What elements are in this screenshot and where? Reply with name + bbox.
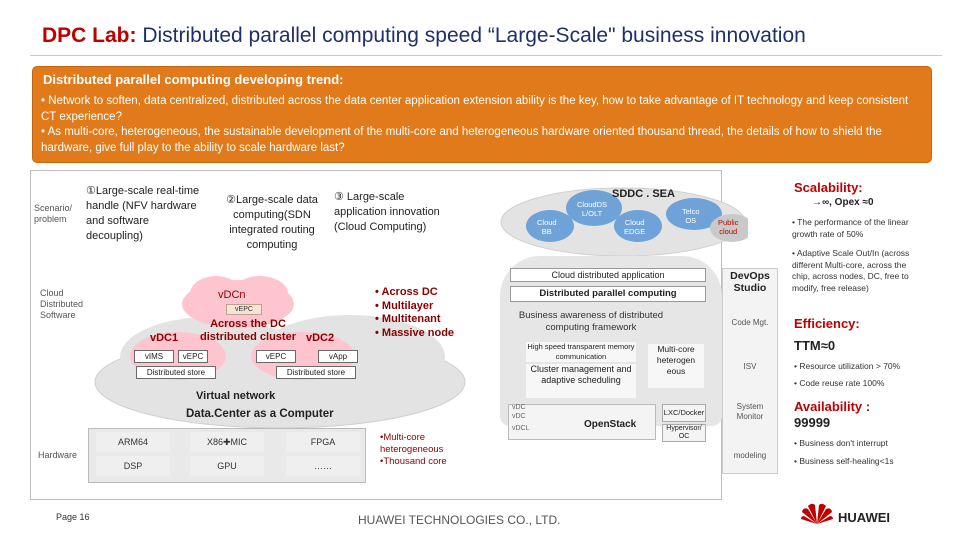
vapp-box: vApp bbox=[318, 350, 358, 363]
trend-box: Distributed parallel computing developin… bbox=[32, 66, 932, 163]
scenario-item-2: ②Large-scale data computing(SDN integrat… bbox=[226, 194, 318, 251]
scenario-item-1: ①Large-scale real-time handle (NFV hardw… bbox=[86, 185, 200, 242]
vims-box: vIMS bbox=[134, 350, 174, 363]
trend-body: • Network to soften, data centralized, d… bbox=[41, 94, 921, 156]
cloud-app-box: Cloud distributed application bbox=[510, 268, 706, 282]
across-dc-label: Across the DC distributed cluster bbox=[200, 318, 296, 343]
huawei-brand: HUAWEI bbox=[838, 510, 890, 525]
hw-gpu: GPU bbox=[190, 456, 264, 476]
virtual-network-label: Virtual network bbox=[196, 390, 276, 402]
dpc-box: Distributed parallel computing bbox=[510, 286, 706, 302]
devops-column bbox=[722, 268, 778, 474]
sddc-label: SDDC . SEA bbox=[612, 188, 675, 200]
business-awareness: Business awareness of distributed comput… bbox=[518, 310, 664, 333]
hw-more: …… bbox=[286, 456, 360, 476]
availability-bullet-1: • Business don't interrupt bbox=[794, 438, 888, 448]
cloud-software-label: Cloud Distributed Software bbox=[40, 288, 84, 320]
dc-bullets: • Across DC • Multilayer • Multitenant •… bbox=[375, 286, 454, 340]
system-monitor: System Monitor bbox=[736, 402, 764, 421]
openstack-area bbox=[508, 404, 656, 440]
dc-bullet-2: • Multilayer bbox=[375, 299, 434, 312]
vepc-box-1: vEPC bbox=[178, 350, 208, 363]
vdc1-label: vDC1 bbox=[150, 332, 179, 344]
trend-heading: Distributed parallel computing developin… bbox=[43, 72, 344, 87]
hypervisor-box: Hypervisor/ OC bbox=[662, 424, 706, 442]
isv: ISV bbox=[743, 362, 757, 371]
openstack-label: OpenStack bbox=[584, 419, 637, 430]
high-speed-box: High speed transparent memory communicat… bbox=[526, 342, 636, 362]
hardware-note: •Multi-core heterogeneous •Thousand core bbox=[380, 432, 447, 467]
availability-sub: 99999 bbox=[794, 415, 831, 430]
efficiency-title: Efficiency: bbox=[794, 316, 860, 331]
dc-bullet-3: • Multitenant bbox=[375, 313, 441, 325]
sddc-cloud bbox=[500, 187, 748, 257]
title-bold: DPC Lab: bbox=[42, 24, 137, 47]
hw-dsp: DSP bbox=[96, 456, 170, 476]
distributed-store-1: Distributed store bbox=[136, 366, 216, 379]
title-divider bbox=[30, 55, 942, 56]
distributed-store-2: Distributed store bbox=[276, 366, 356, 379]
vdc-c: vDCL bbox=[512, 425, 530, 432]
multicore-box: Multi-core heterogen eous bbox=[648, 344, 704, 388]
efficiency-sub: TTM≈0 bbox=[794, 338, 836, 353]
huawei-logo-icon bbox=[801, 503, 833, 524]
scenario-label: Scenario/ problem bbox=[34, 203, 73, 224]
dc-bullet-4: • Massive node bbox=[375, 326, 455, 339]
company-name: HUAWEI TECHNOLOGIES CO., LTD. bbox=[358, 513, 561, 527]
vdc-a: vDC bbox=[512, 404, 526, 411]
lxc-box: LXC/Docker bbox=[662, 404, 706, 422]
vdcn-label: vDCn bbox=[218, 289, 246, 301]
hardware-label: Hardware bbox=[38, 450, 78, 460]
dc-computer-label: Data.Center as a Computer bbox=[186, 408, 334, 420]
modeling: modeling bbox=[733, 451, 767, 460]
trend-line-1: • Network to soften, data centralized, d… bbox=[41, 95, 909, 123]
dc-bullet-1: • Across DC bbox=[375, 286, 438, 298]
cloud-bb: Cloud BB bbox=[537, 218, 557, 236]
hw-fpga: FPGA bbox=[286, 432, 360, 452]
scalability-sub: →∞, Opex ≈0 bbox=[812, 197, 874, 208]
telco-os: Telco OS bbox=[682, 207, 700, 225]
page-number: Page 16 bbox=[56, 512, 90, 522]
code-mgt: Code Mgt. bbox=[731, 318, 769, 327]
scenario-item-3: ③ Large-scale application innovation (Cl… bbox=[334, 191, 440, 233]
page-title: DPC Lab: Distributed parallel computing … bbox=[42, 24, 806, 48]
cluster-mgmt-box: Cluster management and adaptive scheduli… bbox=[526, 364, 636, 398]
efficiency-bullet-1: • Resource utilization > 70% bbox=[794, 361, 901, 371]
scalability-title: Scalability: bbox=[794, 180, 863, 195]
availability-title: Availability : bbox=[794, 399, 871, 414]
efficiency-bullet-2: • Code reuse rate 100% bbox=[794, 378, 885, 388]
vepc-small-box: vEPC bbox=[226, 304, 262, 315]
devops-studio: DevOps Studio bbox=[730, 270, 770, 294]
scalability-bullet-2: • Adaptive Scale Out/In (across differen… bbox=[792, 248, 910, 293]
public-cloud: Public cloud bbox=[718, 218, 739, 236]
availability-bullet-2: • Business self-healing<1s bbox=[794, 456, 894, 466]
hw-x86-mic: X86✚MIC bbox=[190, 432, 264, 452]
vepc-box-2: vEPC bbox=[256, 350, 296, 363]
vdc2-label: vDC2 bbox=[306, 332, 335, 344]
title-rest: Distributed parallel computing speed “La… bbox=[136, 24, 806, 47]
cloud-edge: Cloud EDGE bbox=[624, 218, 646, 236]
vdc-b: vDC bbox=[512, 413, 526, 420]
scalability-bullet-1: • The performance of the linear growth r… bbox=[792, 217, 909, 239]
hw-arm64: ARM64 bbox=[96, 432, 170, 452]
trend-line-2: • As multi-core, heterogeneous, the sust… bbox=[41, 126, 882, 154]
cloudds: CloudDS L/OLT bbox=[577, 200, 608, 218]
